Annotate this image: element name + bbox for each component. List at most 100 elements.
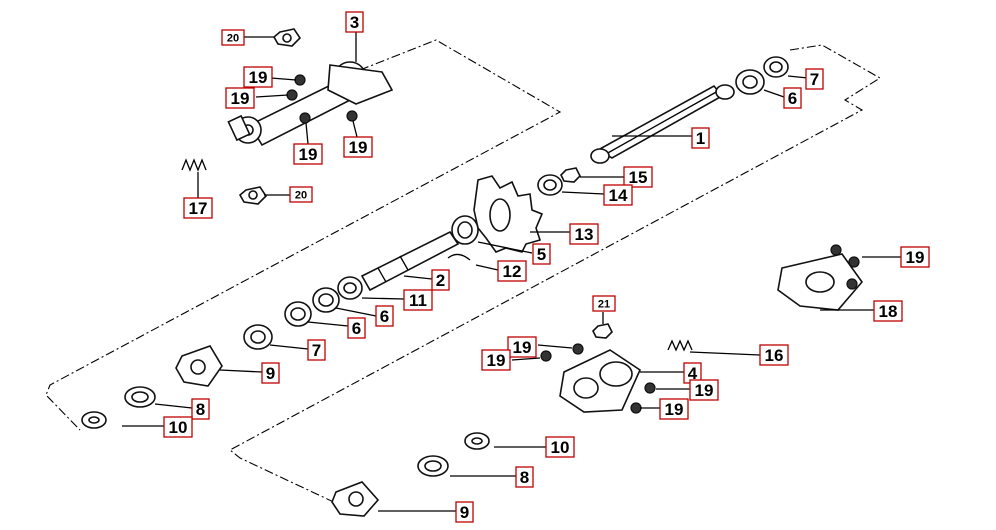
callout-number: 6 (352, 319, 361, 338)
callout-number: 9 (266, 364, 275, 383)
bearing-5 (451, 215, 479, 245)
group-outline-upper (45, 39, 562, 431)
callout-number: 19 (299, 145, 318, 164)
callout-frame (225, 87, 255, 109)
spring-17 (181, 158, 207, 172)
callout-number: 4 (688, 364, 698, 383)
callout-8-box: 8 (191, 398, 210, 420)
callout-frame (375, 305, 394, 327)
bearing-6-a (312, 287, 340, 313)
callout-frame (481, 349, 511, 371)
callout-number: 19 (513, 338, 532, 357)
callout-frame (689, 379, 719, 401)
callout-number: 5 (537, 245, 546, 264)
callout-20-box: 20 (289, 186, 313, 203)
callout-number: 20 (295, 189, 307, 201)
callout-9-box: 9 (261, 362, 280, 384)
seal-7-upper (763, 56, 789, 78)
callout-number: 6 (380, 307, 389, 326)
callout-frame (805, 68, 824, 90)
washer-8-upper (124, 386, 156, 408)
callout-number: 18 (879, 302, 898, 321)
callout-frame (515, 466, 534, 488)
callout-3-box: 3 (345, 11, 364, 33)
callout-5-box: 5 (532, 243, 551, 265)
callout-18-box: 18 (873, 300, 903, 322)
callout-16-box: 16 (759, 344, 789, 366)
callout-number: 19 (487, 351, 506, 370)
callout-number: 19 (695, 381, 714, 400)
callout-11-box: 11 (403, 289, 433, 311)
washer-8-lower (417, 455, 449, 477)
callout-6-box: 6 (347, 317, 366, 339)
callout-number: 8 (196, 400, 205, 419)
callout-9-box: 9 (455, 501, 474, 523)
callout-8-box: 8 (515, 466, 534, 488)
pinion-shaft-2 (360, 230, 460, 292)
callout-number: 19 (349, 138, 368, 157)
callout-frame (347, 317, 366, 339)
callout-frame (569, 223, 599, 245)
callout-frame (592, 295, 616, 312)
callout-19-box: 19 (225, 87, 255, 109)
callout-frame (293, 143, 323, 165)
callout-19-box: 19 (900, 246, 930, 268)
flange-9-upper (175, 345, 223, 387)
bolts-upper (286, 74, 358, 124)
callout-frame (345, 11, 364, 33)
callout-number: 12 (503, 262, 522, 281)
callout-frame (183, 197, 213, 219)
group-outline-lower (229, 44, 882, 506)
callout-number: 6 (788, 89, 797, 108)
callout-6-box: 6 (375, 305, 394, 327)
callout-frame (455, 501, 474, 523)
callout-number: 7 (312, 341, 321, 360)
callout-19-box: 19 (343, 136, 373, 158)
cover-18 (777, 253, 864, 311)
callout-frame (603, 184, 633, 206)
nut-10-upper (81, 411, 107, 429)
callout-frame (431, 269, 450, 291)
seal-7-lower (243, 324, 273, 350)
callout-frame (691, 127, 710, 149)
washer-14 (537, 174, 563, 196)
callout-number: 2 (436, 271, 445, 290)
callout-19-box: 19 (689, 379, 719, 401)
callout-number: 13 (575, 225, 594, 244)
nut-20-upper (272, 28, 302, 47)
callout-7-box: 7 (805, 68, 824, 90)
callout-10-box: 10 (163, 416, 193, 438)
callout-number: 14 (609, 186, 628, 205)
callout-number: 20 (227, 32, 239, 44)
callout-15-box: 15 (623, 166, 653, 188)
bolts-cover (830, 244, 860, 290)
nut-21 (592, 323, 613, 339)
callout-frame (307, 339, 326, 361)
yoke-universal-joint (227, 61, 394, 147)
callout-number: 10 (551, 438, 570, 457)
callout-number: 9 (460, 503, 469, 522)
callout-number: 19 (231, 89, 250, 108)
callout-7-box: 7 (307, 339, 326, 361)
callout-number: 8 (520, 468, 529, 487)
callout-frame (659, 398, 689, 420)
callout-number: 21 (598, 298, 610, 310)
callout-frame (261, 362, 280, 384)
callout-number: 11 (409, 291, 427, 310)
callout-19-box: 19 (659, 398, 689, 420)
callout-frame (221, 29, 245, 46)
callout-frame (243, 66, 273, 88)
callout-frame (900, 246, 930, 268)
callout-frame (289, 186, 313, 203)
callout-number: 19 (906, 248, 925, 267)
callout-number: 17 (189, 199, 208, 218)
callout-21-box: 21 (592, 295, 616, 312)
callout-number: 19 (665, 400, 684, 419)
callout-19-box: 19 (481, 349, 511, 371)
propeller-shaft (590, 84, 735, 164)
bearing-6-upper (735, 69, 765, 95)
callout-frame (545, 436, 575, 458)
